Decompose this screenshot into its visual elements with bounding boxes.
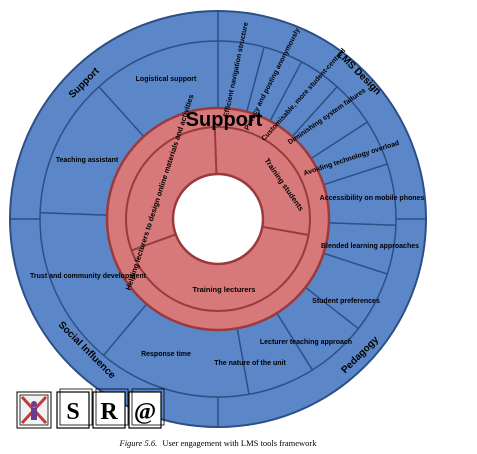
outer-divider-line (305, 286, 359, 330)
item-trust-community: Trust and community development (30, 273, 147, 280)
logo-letter-s: S (66, 399, 79, 425)
outer-divider-line (310, 121, 368, 160)
outer-divider-line (40, 212, 108, 216)
item-nature-of-unit: The nature of the unit (214, 360, 286, 367)
logo-box-r-shadow (95, 388, 129, 426)
logo-letter-r: R (100, 399, 118, 425)
outer-ring-dividers (10, 11, 426, 427)
inner-training-lecturers: Training lecturers (193, 285, 256, 294)
outer-divider-line (276, 312, 313, 371)
item-response-time: Response time (141, 351, 191, 358)
outer-divider-line (246, 46, 265, 112)
outer-divider-line (328, 222, 396, 226)
sra-logo: S R @ (16, 388, 165, 429)
outer-divider-line (323, 252, 388, 275)
inner-ring-band (125, 126, 311, 312)
logo-box-s-shadow (59, 388, 93, 426)
outer-divider-line (98, 86, 145, 138)
figure-caption-label: Figure 5.6. (119, 438, 158, 448)
center-hole (171, 172, 265, 266)
logo-box-s (56, 391, 90, 429)
outer-divider-line (323, 163, 388, 186)
outer-divider-line (103, 303, 148, 356)
logo-letter-at: @ (134, 399, 156, 425)
logo-box-at (128, 391, 162, 429)
item-blended-learning: Blended learning approaches (321, 243, 419, 250)
figure-caption: Figure 5.6. User engagement with LMS too… (119, 438, 318, 448)
inner-divider-line (262, 225, 309, 236)
outer-divider-line (236, 328, 250, 395)
item-student-preferences: Student preferences (312, 298, 380, 305)
logo-box-r (92, 391, 126, 429)
item-lecturer-teaching: Lecturer teaching approach (260, 339, 352, 346)
logo-emblem-figure (31, 401, 37, 407)
item-logistical-support: Logistical support (136, 76, 197, 83)
outer-divider-line (291, 86, 338, 138)
logo-emblem-body (31, 408, 37, 420)
center-title: Support (186, 109, 263, 131)
item-mobile-access: Accessibility on mobile phones (320, 195, 425, 202)
figure-caption-text: User engagement with LMS tools framework (162, 438, 317, 448)
inner-divider-line (131, 233, 177, 252)
inner-ring-dividers (131, 127, 309, 252)
item-teaching-assistant: Teaching assistant (56, 157, 119, 164)
outer-divider-line (269, 61, 303, 122)
logo-box-at-shadow (131, 388, 165, 426)
inner-divider-line (213, 127, 218, 175)
